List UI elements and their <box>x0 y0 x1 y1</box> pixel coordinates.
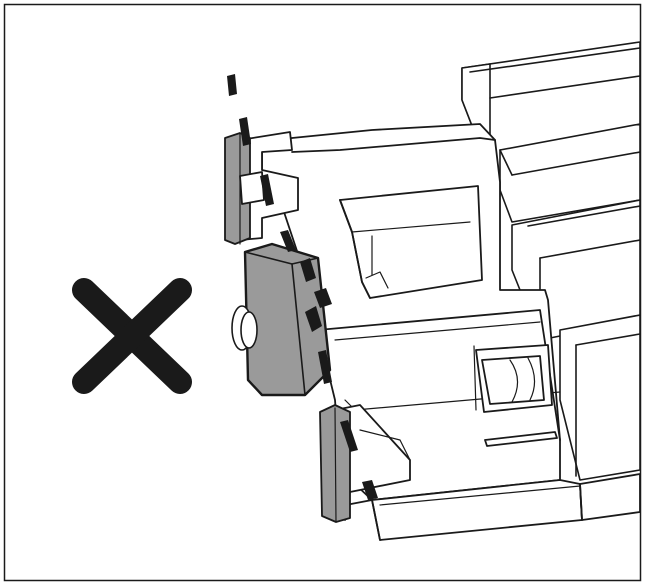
cross-mark-icon <box>72 278 192 394</box>
device-back-tray <box>461 41 640 481</box>
alignment-dashes <box>227 74 378 500</box>
lower-clip <box>319 404 411 523</box>
cartridge-block <box>231 242 332 397</box>
